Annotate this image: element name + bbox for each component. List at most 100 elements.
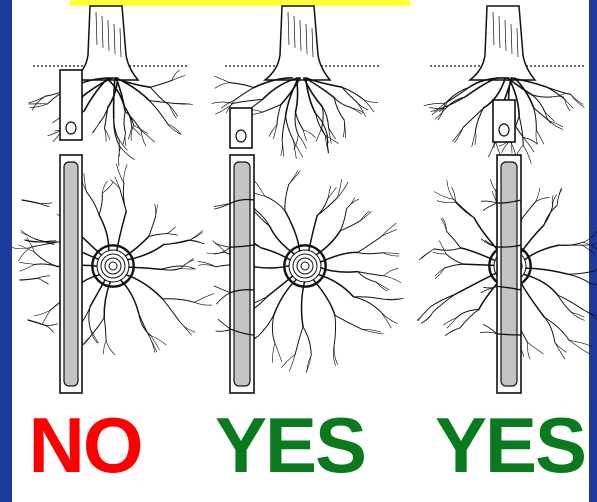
- verdict-label-yes-right: YES: [430, 405, 590, 485]
- root-branch: [453, 127, 464, 141]
- root-branch: [381, 312, 391, 328]
- root-branch: [296, 112, 304, 130]
- root-branch: [277, 105, 281, 125]
- root-branch: [124, 111, 125, 132]
- root-branch: [313, 280, 335, 316]
- root-branch: [481, 332, 497, 334]
- root-branch: [457, 310, 479, 318]
- root-branch: [322, 107, 324, 129]
- access-tube: [501, 162, 517, 386]
- root-branch: [114, 118, 120, 140]
- root-branch: [463, 108, 483, 127]
- root-branch: [149, 101, 167, 124]
- root-branch: [555, 342, 565, 359]
- verdict-label-yes-middle: YES: [210, 405, 370, 485]
- root-branch: [519, 116, 523, 145]
- root-branch: [28, 320, 45, 325]
- root-branch: [453, 199, 474, 218]
- access-tube: [234, 162, 250, 386]
- root-ball-ring: [285, 246, 325, 286]
- root-branch: [567, 274, 590, 283]
- root-branch: [120, 147, 134, 159]
- root-branch: [285, 184, 289, 210]
- root-branch: [104, 341, 106, 355]
- root-branch: [149, 217, 156, 237]
- root-branch: [492, 191, 496, 201]
- root-branch: [558, 295, 584, 310]
- root-branch: [384, 268, 398, 276]
- root-branch: [190, 233, 203, 241]
- root-branch: [93, 123, 100, 133]
- root-branch: [168, 124, 181, 134]
- root-branch: [155, 204, 156, 217]
- tube-opening: [499, 124, 509, 136]
- root-branch: [510, 141, 516, 154]
- tube-opening: [66, 122, 76, 134]
- root-branch: [183, 259, 194, 267]
- root-branch: [567, 271, 594, 274]
- root-branch: [167, 234, 178, 236]
- root-ball-ring: [289, 250, 321, 282]
- root-branch: [335, 315, 362, 329]
- root-branch: [21, 233, 35, 240]
- root-branch: [87, 192, 100, 215]
- root-branch: [455, 127, 464, 142]
- root-branch: [116, 164, 123, 183]
- root-branch: [99, 193, 102, 215]
- root-branch: [558, 295, 572, 313]
- root-branch: [105, 128, 110, 139]
- root-branch: [20, 278, 38, 280]
- root-branch: [102, 183, 113, 194]
- root-branch: [439, 241, 446, 254]
- root-branch: [115, 177, 120, 189]
- root-branch: [286, 116, 294, 141]
- root-branch: [381, 230, 397, 237]
- root-branch: [317, 198, 328, 215]
- root-branch: [557, 189, 562, 205]
- root-branch: [446, 254, 463, 264]
- tree-trunk: [265, 6, 330, 80]
- root-branch: [521, 202, 535, 220]
- root-branch: [456, 273, 496, 294]
- root-branch: [376, 282, 389, 290]
- root-branch: [527, 342, 530, 359]
- root-branch: [569, 340, 592, 346]
- root-branch: [194, 294, 214, 303]
- root-branch: [289, 171, 298, 185]
- root-branch: [215, 83, 230, 89]
- root-branch: [273, 343, 275, 362]
- root-branch: [285, 211, 300, 251]
- root-branch: [169, 105, 178, 117]
- root-branch: [134, 125, 148, 133]
- root-branch: [334, 98, 344, 120]
- root-ball: [92, 245, 134, 287]
- root-branch: [526, 268, 568, 274]
- root-branch: [104, 317, 106, 340]
- root-branch: [354, 297, 381, 312]
- root-branch: [523, 145, 531, 163]
- root-branch: [38, 276, 50, 278]
- root-branch: [117, 211, 127, 250]
- root-branch: [447, 231, 461, 248]
- root-branch: [274, 280, 297, 316]
- root-branch: [151, 336, 166, 345]
- root-branch: [444, 264, 463, 268]
- root-branch: [29, 96, 46, 103]
- root-branch: [424, 103, 445, 105]
- root-branch: [523, 138, 534, 152]
- root-branch: [124, 165, 127, 184]
- root-branch: [316, 128, 322, 141]
- root-branch: [435, 268, 444, 279]
- root-branch: [422, 312, 434, 323]
- root-branch: [289, 171, 301, 185]
- root-branch: [421, 312, 433, 324]
- root-branch: [22, 200, 40, 204]
- root-branch: [381, 223, 396, 237]
- root-branch: [149, 234, 167, 237]
- root-branch: [149, 101, 174, 104]
- verdict-label-no: NO: [20, 405, 150, 485]
- root-branch: [358, 237, 381, 253]
- root-branch: [443, 317, 457, 325]
- root-branch: [84, 78, 108, 111]
